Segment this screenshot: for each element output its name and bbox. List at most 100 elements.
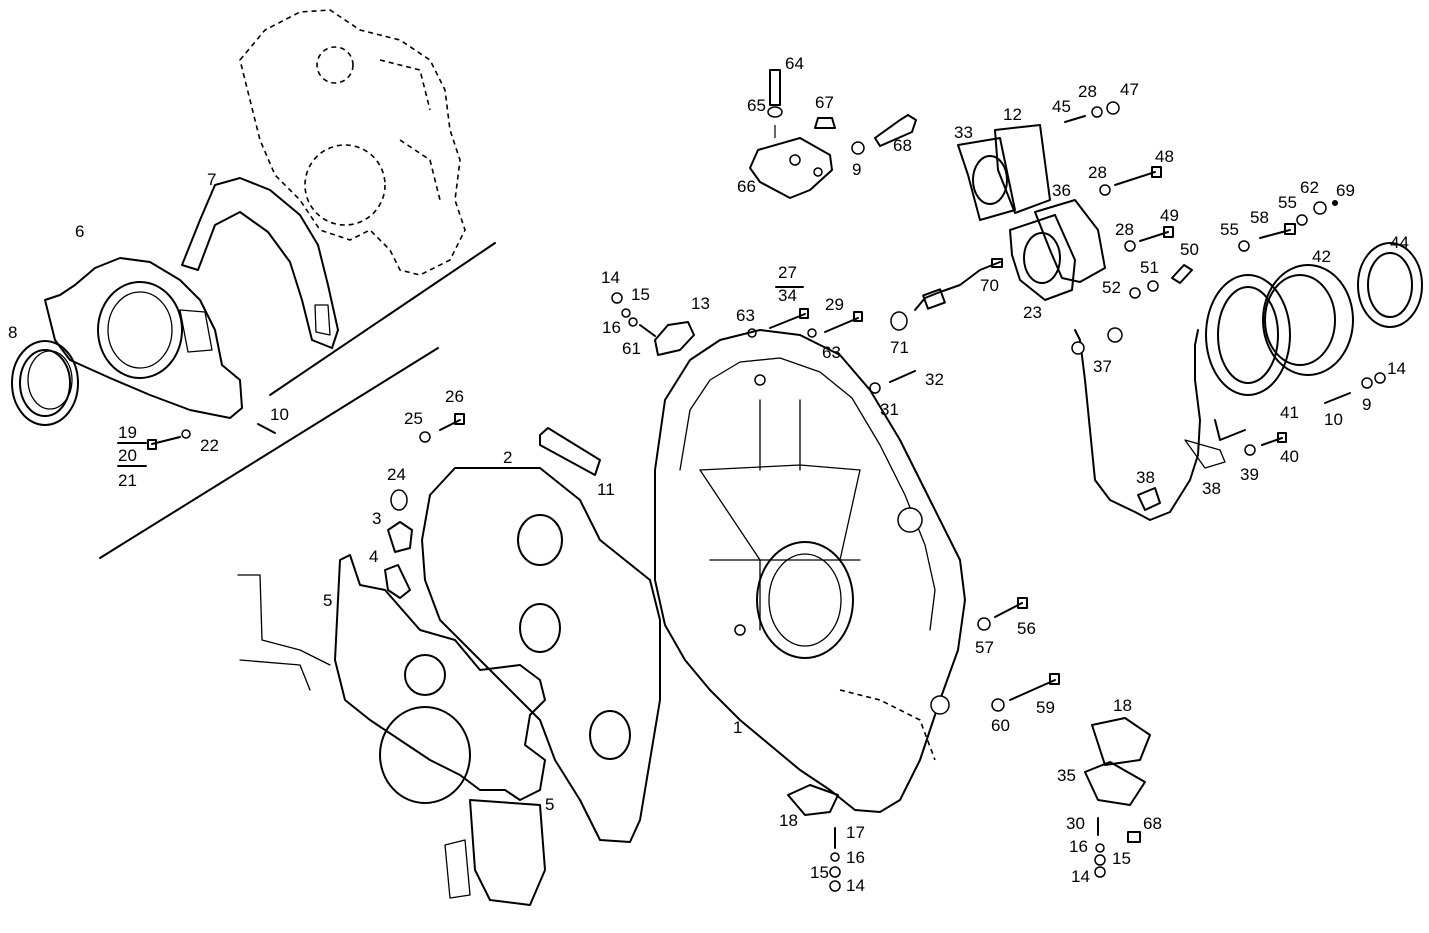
tube-11 (539, 427, 601, 476)
pad-35 (1084, 761, 1146, 806)
bolts-right-top (1064, 101, 1193, 299)
section-divider-upper (269, 242, 496, 396)
label-64: 64 (785, 54, 804, 73)
ring-24 (390, 489, 408, 511)
label-18: 18 (1113, 696, 1132, 715)
label-68: 68 (893, 136, 912, 155)
bolts-55-58-62 (1238, 200, 1338, 252)
label-9b: 9 (1362, 395, 1371, 414)
label-25: 25 (404, 409, 423, 428)
label-15b: 15 (810, 863, 829, 882)
label-62: 62 (1300, 178, 1319, 197)
label-28c: 28 (1115, 220, 1134, 239)
plate-5 (334, 554, 546, 906)
label-67: 67 (815, 93, 834, 112)
seal-ring-8 (11, 340, 79, 426)
label-55: 55 (1278, 193, 1297, 212)
engine-block (239, 9, 466, 276)
bolt-56 (994, 597, 1028, 618)
pad-18-right (1091, 717, 1151, 766)
fasteners-14-15-16-61 (611, 292, 656, 337)
label-15: 15 (631, 285, 650, 304)
label-66: 66 (737, 177, 756, 196)
bracket-4 (384, 564, 411, 599)
label-38b: 38 (1202, 479, 1221, 498)
label-55b: 55 (1220, 220, 1239, 239)
bracket-3 (387, 521, 413, 553)
seal-44 (1357, 242, 1423, 328)
label-18b: 18 (779, 811, 798, 830)
label-49: 49 (1160, 206, 1179, 225)
label-26: 26 (445, 387, 464, 406)
pipe-38 (1071, 327, 1246, 521)
bolt-26 (439, 413, 465, 431)
label-24: 24 (387, 465, 406, 484)
label-65: 65 (747, 96, 766, 115)
label-59: 59 (1036, 698, 1055, 717)
plate-13 (654, 321, 695, 356)
label-39: 39 (1240, 465, 1259, 484)
label-14b: 14 (1387, 359, 1406, 378)
label-1: 1 (733, 718, 742, 737)
label-14d: 14 (1071, 867, 1090, 886)
label-17: 17 (846, 823, 865, 842)
pin-10-left (257, 423, 276, 434)
label-22: 22 (200, 436, 219, 455)
label-6: 6 (75, 222, 84, 241)
bolt-59 (1009, 673, 1060, 701)
label-32: 32 (925, 370, 944, 389)
callout-labels: 64 65 67 68 66 9 12 33 45 28 47 28 48 36… (8, 54, 1409, 895)
label-69: 69 (1336, 181, 1355, 200)
label-52: 52 (1102, 278, 1121, 297)
plate-33 (957, 137, 1016, 221)
label-14c: 14 (846, 876, 865, 895)
label-16: 16 (602, 318, 621, 337)
label-28b: 28 (1088, 163, 1107, 182)
label-16b: 16 (846, 848, 865, 867)
label-68b: 68 (1143, 814, 1162, 833)
label-51: 51 (1140, 258, 1159, 277)
label-31: 31 (880, 400, 899, 419)
label-20: 20 (118, 446, 137, 465)
label-34: 34 (778, 286, 797, 305)
label-15c: 15 (1112, 849, 1131, 868)
label-38: 38 (1136, 468, 1155, 487)
label-63b: 63 (822, 343, 841, 362)
label-37: 37 (1093, 357, 1112, 376)
washer-57 (977, 617, 991, 631)
gasket-7 (181, 177, 339, 349)
label-29: 29 (825, 295, 844, 314)
label-5: 5 (323, 591, 332, 610)
nut-31 (869, 382, 881, 394)
label-9: 9 (852, 160, 861, 179)
label-23: 23 (1023, 303, 1042, 322)
label-8: 8 (8, 323, 17, 342)
label-41: 41 (1280, 403, 1299, 422)
label-42: 42 (1312, 247, 1331, 266)
flange-42 (1205, 264, 1354, 396)
label-21: 21 (118, 471, 137, 490)
label-10: 10 (270, 405, 289, 424)
washer-9-top (851, 141, 865, 155)
washer-25 (419, 431, 431, 443)
label-30: 30 (1066, 814, 1085, 833)
label-16c: 16 (1069, 837, 1088, 856)
label-45: 45 (1052, 97, 1071, 116)
label-40: 40 (1280, 447, 1299, 466)
cover-36 (1034, 199, 1106, 283)
label-71: 71 (890, 338, 909, 357)
washer-71 (890, 311, 908, 331)
label-11: 11 (597, 480, 615, 499)
washer-22 (181, 429, 191, 439)
label-33: 33 (954, 123, 973, 142)
frame-lines (237, 574, 331, 691)
bolts-27-34-29 (747, 286, 863, 338)
section-divider-lower (99, 347, 439, 559)
label-44: 44 (1390, 233, 1409, 252)
label-35: 35 (1057, 766, 1076, 785)
label-61: 61 (622, 339, 641, 358)
label-13: 13 (691, 294, 710, 313)
label-58: 58 (1250, 208, 1269, 227)
bolt-32 (889, 370, 916, 383)
